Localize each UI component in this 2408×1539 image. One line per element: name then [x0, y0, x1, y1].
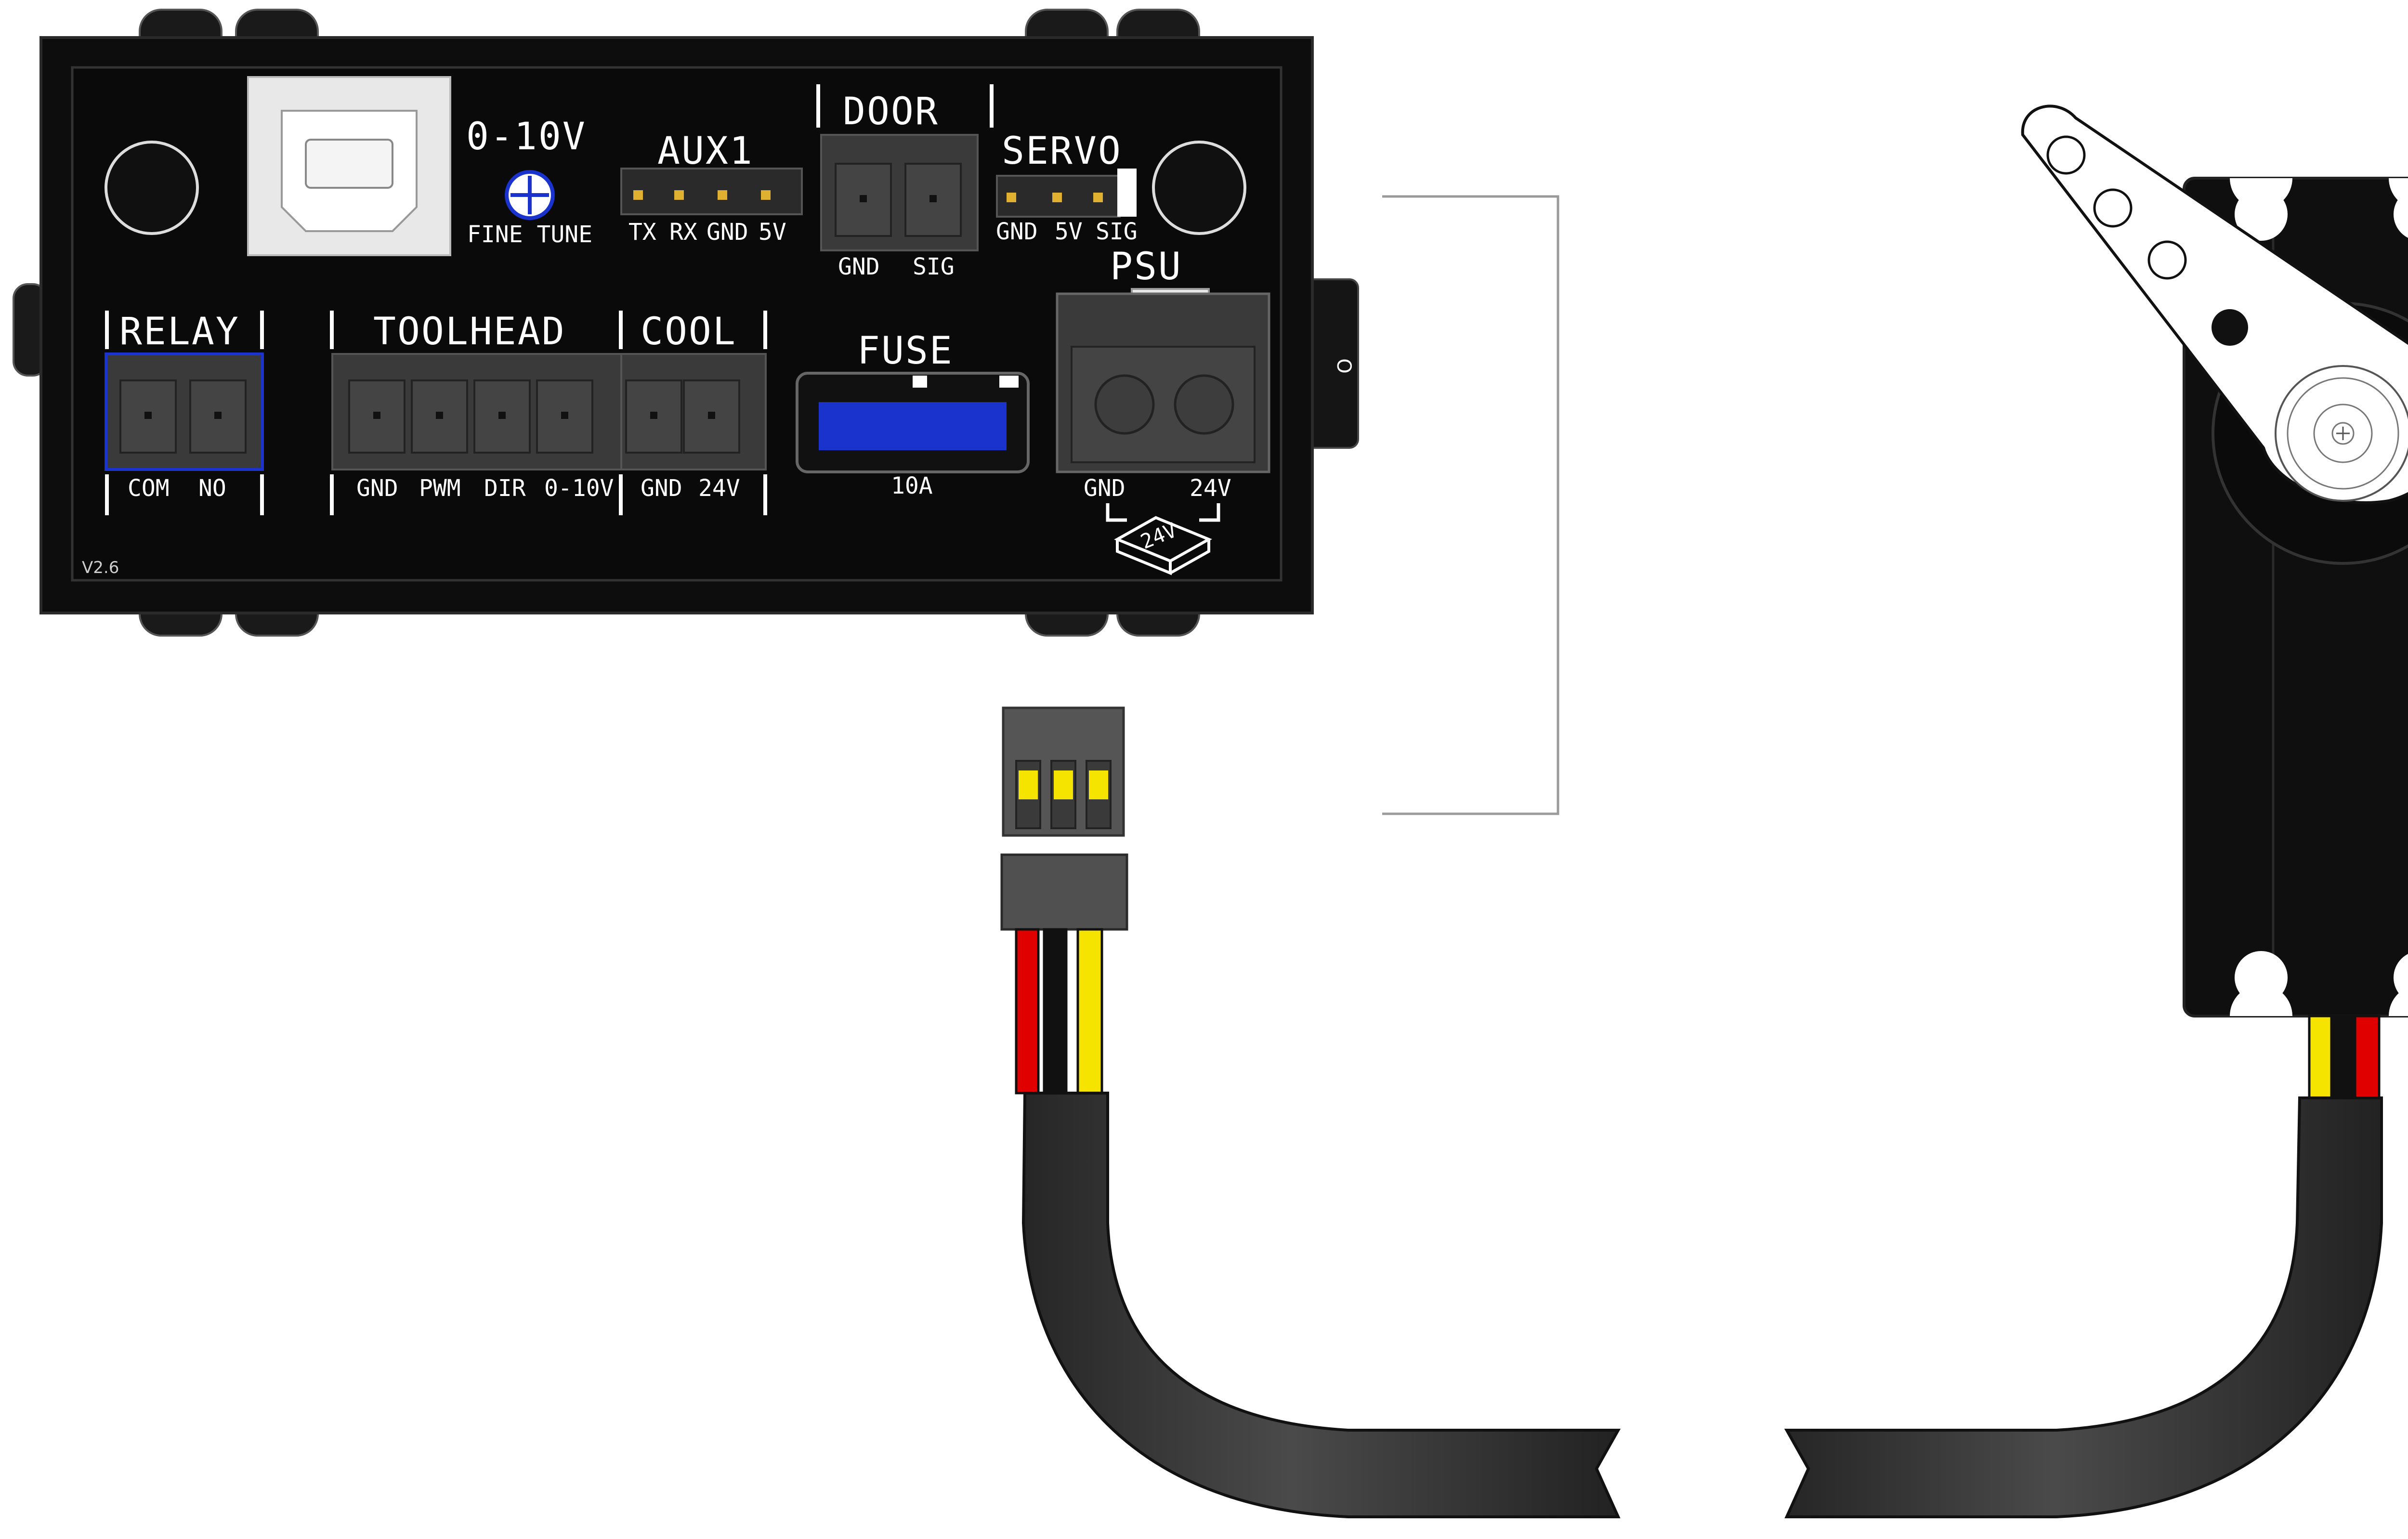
- door-pin-label: GND: [838, 253, 880, 280]
- toolhead-pin-label: PWM: [419, 475, 461, 502]
- header-aux1: AUX1: [657, 130, 754, 173]
- header-cool: COOL: [641, 310, 737, 353]
- aux1-pin-label: GND: [707, 219, 748, 246]
- header-relay: RELAY: [119, 310, 240, 353]
- screw-hole-icon: [1152, 141, 1246, 235]
- header-0-10v: 0-10V: [466, 115, 587, 158]
- relay-pin-label: NO: [198, 475, 226, 502]
- toolhead-pin-label: DIR: [484, 475, 526, 502]
- controller-box: O 0-10V FINE TUNE AUX1: [13, 9, 1359, 637]
- version-label: V2.6: [82, 558, 119, 577]
- psu-pin-label: 24V: [1190, 475, 1231, 502]
- fuse-rating: 10A: [891, 472, 933, 499]
- header-psu: PSU: [1110, 245, 1182, 288]
- header-toolhead: TOOLHEAD: [373, 310, 566, 353]
- cool-pin-label: 24V: [698, 475, 740, 502]
- connection-bracket: [1382, 195, 1559, 815]
- cable-jacket-left: [1021, 1092, 1621, 1518]
- servo-plug[interactable]: [1000, 706, 1128, 931]
- door-connector[interactable]: [820, 134, 979, 251]
- servo-connector[interactable]: [996, 169, 1137, 218]
- toolhead-connector[interactable]: [331, 353, 622, 470]
- screw-hole-icon: [105, 141, 199, 235]
- servo-wires-left: [1015, 928, 1103, 1095]
- toolhead-pin-label: 0-10V: [544, 475, 614, 502]
- potentiometer-icon[interactable]: [505, 170, 555, 220]
- power-supply-icon: [1106, 503, 1220, 575]
- cool-pin-label: GND: [641, 475, 682, 502]
- header-servo: SERVO: [1002, 130, 1122, 173]
- servo-pin-label: 5V: [1055, 218, 1083, 245]
- psu-pin-label: GND: [1084, 475, 1125, 502]
- power-switch-mark: O: [1333, 358, 1355, 373]
- header-fuse: FUSE: [857, 329, 954, 373]
- usb-b-port-icon[interactable]: [247, 76, 451, 256]
- relay-pin-label: COM: [128, 475, 170, 502]
- aux1-pin-labels: TX RX GND 5V: [628, 219, 786, 246]
- aux1-pin-label: 5V: [759, 219, 786, 246]
- aux1-pin-label: TX: [628, 219, 656, 246]
- servo-wires-right: [2308, 1015, 2381, 1102]
- header-door: DOOR: [843, 90, 939, 133]
- aux1-connector[interactable]: [620, 168, 803, 215]
- servo-horn-icon[interactable]: [2021, 104, 2408, 504]
- servo-pin-label: SIG: [1096, 218, 1138, 245]
- psu-connector[interactable]: [1056, 288, 1270, 473]
- relay-connector[interactable]: [105, 352, 264, 471]
- label-fine-tune: FINE TUNE: [467, 221, 592, 248]
- fuse-holder[interactable]: [796, 372, 1030, 473]
- servo-pin-label: GND: [996, 218, 1038, 245]
- cool-connector[interactable]: [620, 353, 767, 470]
- aux1-pin-label: RX: [669, 219, 697, 246]
- toolhead-pin-label: GND: [356, 475, 398, 502]
- cable-jacket-right: [1784, 1096, 2383, 1518]
- door-pin-label: SIG: [913, 253, 955, 280]
